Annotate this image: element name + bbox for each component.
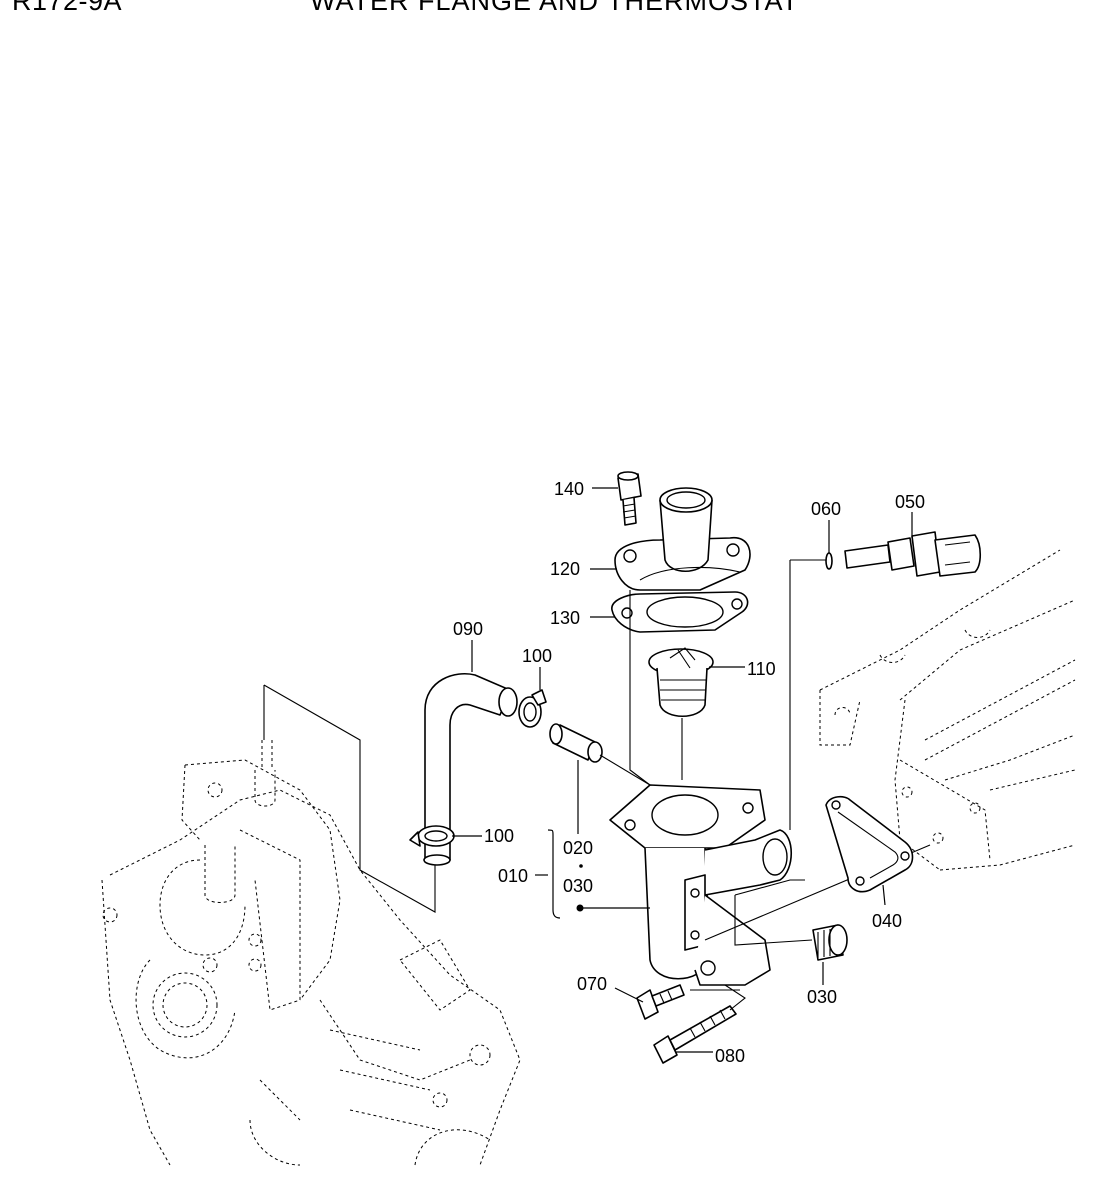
water-flange-120	[614, 487, 751, 591]
o-ring-060	[825, 552, 833, 570]
callout-040: 040	[872, 911, 902, 931]
callout-100-upper: 100	[522, 646, 552, 666]
callout-labels: 140 120 130 090 100 110 060 050 100 020 …	[453, 479, 925, 1066]
hose-clamp-100-lower	[409, 825, 455, 847]
callout-leaders	[452, 487, 913, 1053]
callout-120: 120	[550, 559, 580, 579]
callout-140: 140	[554, 479, 584, 499]
callout-110: 110	[747, 659, 776, 679]
callout-080: 080	[715, 1046, 745, 1066]
callout-010: 010	[498, 866, 528, 886]
gasket-130	[611, 591, 749, 633]
thermostat-housing-010	[609, 784, 792, 986]
callout-030-plug: 030	[807, 987, 837, 1007]
callout-050: 050	[895, 492, 925, 512]
bullet-030	[576, 904, 584, 912]
hose-090	[423, 673, 518, 866]
callout-060: 060	[811, 499, 841, 519]
hose-clamp-100-upper	[518, 689, 547, 728]
temperature-sensor-050	[844, 531, 982, 577]
bolt-080	[653, 984, 746, 1064]
thermostat-110	[648, 647, 714, 780]
cylinder-head-right	[819, 549, 1076, 871]
plug-030	[812, 924, 848, 961]
engine-block-left	[101, 684, 521, 1166]
page-title: WATER FLANGE AND THERMOSTAT	[310, 0, 800, 16]
model-code: R172-9A	[12, 0, 123, 16]
bolt-070	[636, 984, 685, 1020]
callout-090: 090	[453, 619, 483, 639]
callout-130: 130	[550, 608, 580, 628]
gasket-040	[825, 795, 914, 893]
bolt-140	[617, 471, 651, 786]
bullet-020	[579, 864, 583, 868]
callout-020: 020	[563, 838, 593, 858]
callout-100-lower: 100	[484, 826, 514, 846]
pipe-020	[549, 723, 651, 786]
callout-070: 070	[577, 974, 607, 994]
callout-030-housing: 030	[563, 876, 593, 896]
